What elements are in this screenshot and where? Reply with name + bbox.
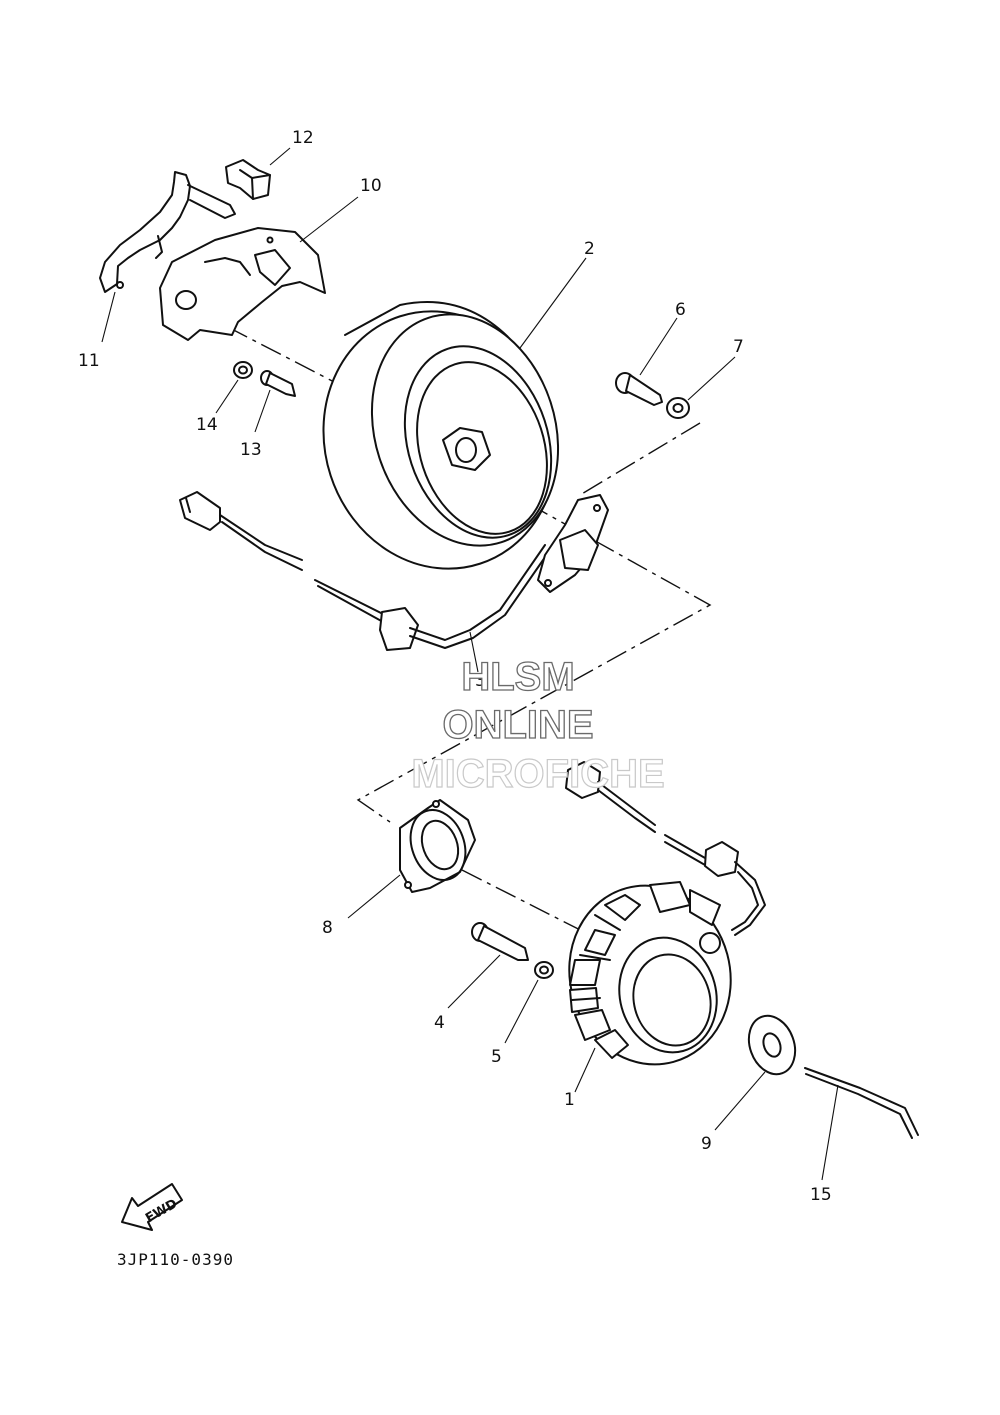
callout-14: 14 bbox=[196, 415, 218, 435]
watermark-line-2: ONLINE bbox=[442, 703, 593, 747]
part-5-nut bbox=[534, 961, 554, 979]
part-15-clamp bbox=[804, 1067, 919, 1139]
callout-11: 11 bbox=[78, 351, 100, 371]
part-12-cap bbox=[225, 159, 271, 200]
watermark: HLSM ONLINE MICROFICHE bbox=[411, 654, 666, 796]
fwd-arrow-icon: FWD bbox=[121, 1183, 183, 1231]
diagram-code: 3JP110-0390 bbox=[117, 1250, 234, 1269]
callout-1: 1 bbox=[564, 1090, 575, 1110]
leader-lines bbox=[101, 147, 839, 1181]
callout-7: 7 bbox=[733, 337, 744, 357]
part-4-screw bbox=[471, 922, 529, 961]
watermark-line-3: MICROFICHE bbox=[411, 752, 664, 796]
callout-13: 13 bbox=[240, 440, 262, 460]
callout-10: 10 bbox=[360, 176, 382, 196]
callout-5: 5 bbox=[491, 1047, 502, 1067]
callout-8: 8 bbox=[322, 918, 333, 938]
watermark-line-1: HLSM bbox=[461, 655, 574, 699]
callout-9: 9 bbox=[701, 1134, 712, 1154]
part-9-washer bbox=[747, 1014, 797, 1076]
part-1-stator bbox=[568, 881, 732, 1066]
part-7-washer bbox=[666, 397, 690, 419]
callout-2: 2 bbox=[584, 239, 595, 259]
part-2-rotor bbox=[322, 301, 560, 570]
part-8-grommet bbox=[399, 799, 476, 893]
stator-lead bbox=[565, 761, 766, 954]
callout-4: 4 bbox=[434, 1013, 445, 1033]
callout-3: 3 bbox=[475, 671, 486, 691]
part-13-screw bbox=[260, 370, 296, 397]
part-14-washer bbox=[233, 361, 253, 379]
part-11-bracket bbox=[99, 171, 236, 293]
assembly-lines bbox=[159, 291, 712, 941]
part-3-pickup-coil bbox=[179, 491, 609, 651]
part-6-bolt bbox=[615, 372, 663, 406]
callout-numbers: 12 10 11 2 6 7 14 13 3 8 4 5 1 9 15 bbox=[78, 128, 832, 1205]
callout-15: 15 bbox=[810, 1185, 832, 1205]
callout-12: 12 bbox=[292, 128, 314, 148]
callout-6: 6 bbox=[675, 300, 686, 320]
part-10-cover bbox=[159, 227, 326, 341]
